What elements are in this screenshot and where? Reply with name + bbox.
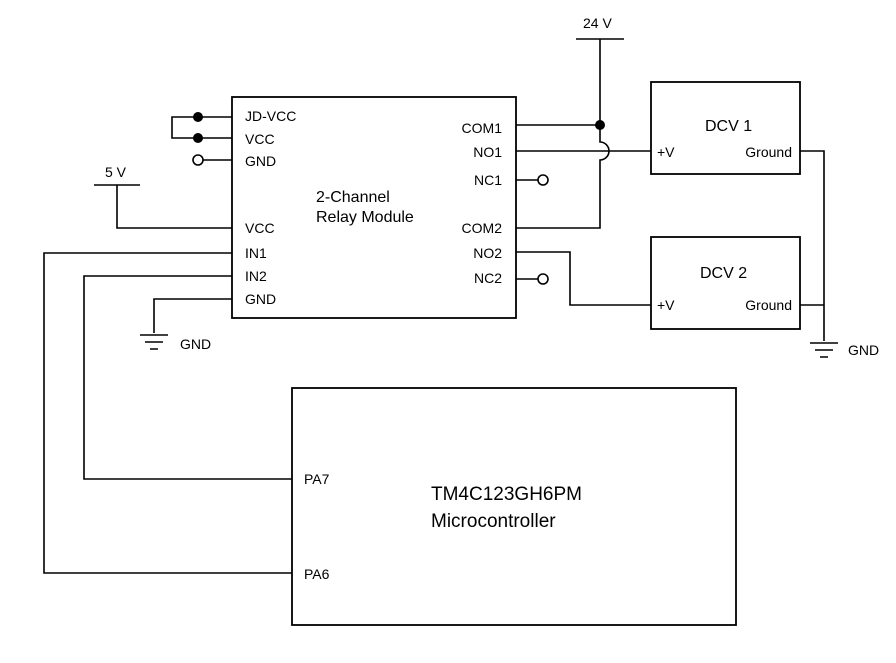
ground-left: GND (140, 298, 232, 352)
relay-module-box (231, 96, 517, 319)
mcu-pin-pa7: PA7 (304, 471, 330, 487)
open-terminal-nc1 (516, 174, 549, 186)
pin-com1: COM1 (462, 120, 503, 136)
pin-vcc: VCC (245, 220, 275, 236)
open-terminal-nc2 (516, 273, 549, 285)
dcv1-box (650, 81, 801, 175)
wire-com2 (516, 125, 610, 229)
dcv1-plus-label: +V (657, 144, 675, 160)
mcu-block: TM4C123GH6PM Microcontroller PA7 PA6 (291, 387, 737, 626)
mcu-pin-pa6: PA6 (304, 566, 330, 582)
gnd-right-label: GND (848, 342, 879, 358)
pin-com2: COM2 (462, 220, 503, 236)
pin-nc1: NC1 (474, 172, 502, 188)
wire-no2-dcv2 (516, 251, 651, 306)
dcv1-block: DCV 1 +V Ground (650, 81, 801, 175)
mcu-box (291, 387, 737, 626)
supply-5v: 5 V (94, 164, 232, 229)
dcv2-block: DCV 2 +V Ground (650, 236, 801, 330)
dcv2-ground-label: Ground (745, 297, 792, 313)
wire-in2-pa7 (83, 275, 292, 480)
pin-jd-vcc: JD-VCC (245, 108, 296, 124)
pin-in1: IN1 (245, 245, 267, 261)
jumper-jdvcc-vcc (171, 112, 232, 143)
dcv1-ground-label: Ground (745, 144, 792, 160)
supply-5v-label: 5 V (105, 164, 127, 180)
gnd-left-label: GND (180, 336, 211, 352)
pin-no1: NO1 (473, 144, 502, 160)
pin-gnd: GND (245, 291, 276, 307)
mcu-title-2: Microcontroller (431, 511, 556, 532)
relay-module-title-1: 2-Channel (316, 189, 390, 206)
ground-right: GND (800, 150, 879, 358)
pin-gnd-top: GND (245, 153, 276, 169)
supply-24v-label: 24 V (583, 15, 612, 31)
supply-24v: 24 V (576, 15, 624, 125)
open-terminal-gnd (192, 154, 232, 166)
dcv2-plus-label: +V (657, 297, 675, 313)
junction-dot (193, 133, 203, 143)
relay-module-title-2: Relay Module (316, 209, 414, 226)
pin-vcc-top: VCC (245, 131, 275, 147)
wire-in1-pa6 (43, 252, 292, 574)
dcv1-title: DCV 1 (705, 118, 752, 135)
dcv2-box (650, 236, 801, 330)
pin-nc2: NC2 (474, 270, 502, 286)
pin-no2: NO2 (473, 245, 502, 261)
junction-dot (193, 112, 203, 122)
pin-in2: IN2 (245, 268, 267, 284)
mcu-title-1: TM4C123GH6PM (431, 484, 582, 505)
dcv2-title: DCV 2 (700, 265, 747, 282)
